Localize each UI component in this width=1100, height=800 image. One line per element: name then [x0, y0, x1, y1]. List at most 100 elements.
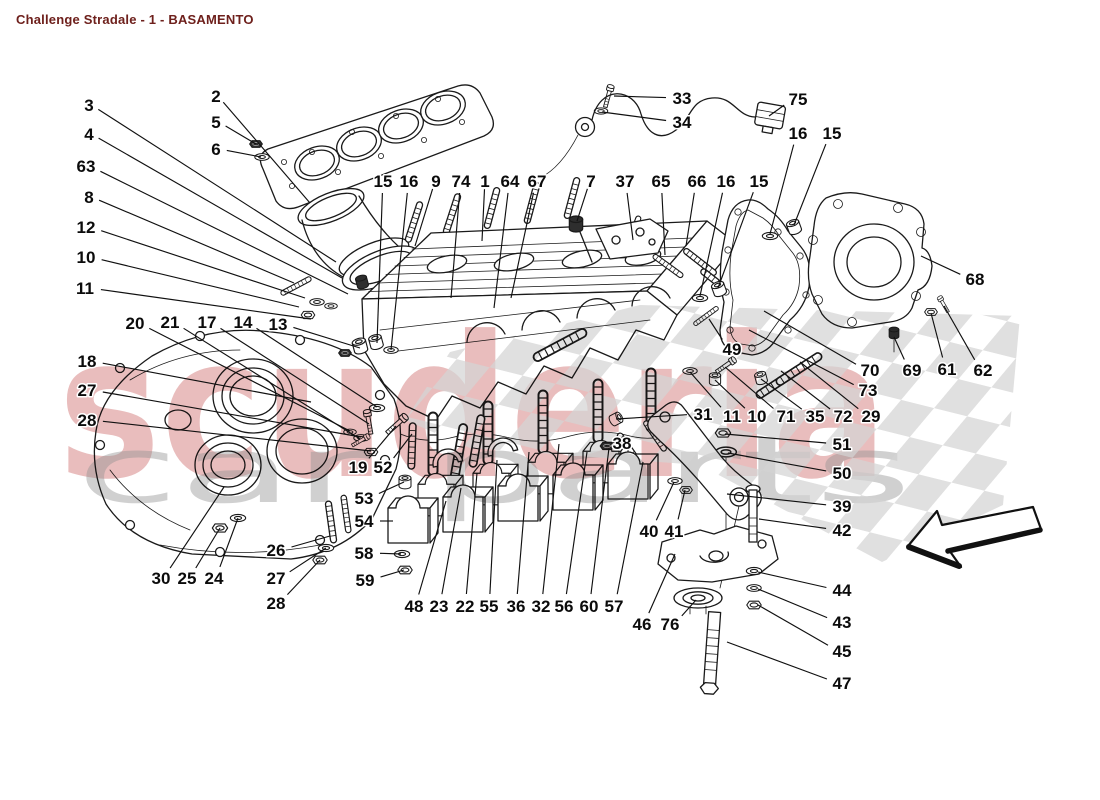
leader-line — [576, 188, 588, 222]
part-number: 3 — [84, 96, 93, 115]
leader-line — [286, 559, 321, 595]
leader-line — [758, 518, 827, 529]
leader-line — [101, 230, 306, 299]
part-number: 69 — [903, 361, 922, 380]
leader-line — [748, 329, 854, 386]
leader-line — [677, 489, 686, 520]
leader-line — [226, 149, 262, 158]
leader-line — [465, 472, 478, 595]
part-number: 28 — [267, 594, 286, 613]
part-number: 65 — [652, 172, 671, 191]
leader-line — [101, 259, 300, 308]
part-number: 18 — [78, 352, 97, 371]
leader-line — [565, 451, 588, 595]
part-number: 31 — [694, 405, 713, 424]
head-gasket — [259, 84, 495, 210]
leader-line — [601, 111, 667, 122]
clutch-housing — [93, 329, 402, 560]
part-number: 67 — [528, 172, 547, 191]
part-number: 75 — [789, 90, 808, 109]
part-number: 22 — [456, 597, 475, 616]
leader-line — [724, 433, 827, 444]
leader-line — [893, 336, 905, 360]
part-number: 33 — [673, 89, 692, 108]
leader-line — [655, 481, 675, 521]
part-number: 63 — [77, 157, 96, 176]
part-number: 64 — [501, 172, 520, 191]
part-number: 48 — [405, 597, 424, 616]
leader-line — [699, 192, 724, 297]
leader-line — [727, 452, 827, 472]
leader-line — [542, 443, 560, 595]
leader-line — [757, 604, 829, 646]
leader-line — [793, 143, 827, 226]
part-number: 59 — [356, 571, 375, 590]
leader-line — [100, 289, 312, 320]
leader-line — [102, 362, 312, 403]
leader-line — [289, 547, 327, 573]
leader-line — [661, 192, 666, 256]
leader-line — [681, 599, 697, 617]
leader-line — [726, 493, 827, 506]
leader-line — [380, 569, 405, 578]
part-number: 27 — [267, 569, 286, 588]
part-number: 55 — [480, 597, 499, 616]
part-number: 21 — [161, 313, 180, 332]
part-number: 43 — [833, 613, 852, 632]
leader-line — [757, 588, 828, 619]
part-number: 24 — [205, 569, 224, 588]
leader-line — [616, 461, 644, 595]
part-number: 76 — [661, 615, 680, 634]
leader-line — [590, 447, 610, 595]
leader-line — [379, 552, 402, 555]
part-number: 68 — [966, 270, 985, 289]
part-number: 56 — [555, 597, 574, 616]
leader-line — [293, 326, 361, 349]
part-number: 39 — [833, 497, 852, 516]
part-number: 49 — [723, 340, 742, 359]
leader-line — [414, 188, 434, 247]
part-number: 6 — [211, 140, 220, 159]
leader-line — [390, 192, 408, 351]
part-number: 28 — [78, 411, 97, 430]
part-number: 20 — [126, 314, 145, 333]
leader-line — [481, 189, 486, 242]
part-number: 25 — [178, 569, 197, 588]
direction-arrow — [906, 505, 1043, 569]
part-number: 11 — [76, 279, 94, 298]
part-number: 40 — [640, 522, 659, 541]
part-number: 38 — [613, 434, 632, 453]
part-number: 10 — [77, 248, 96, 267]
leader-line — [376, 192, 383, 344]
leader-line — [102, 420, 372, 452]
part-number: 2 — [211, 87, 220, 106]
part-number: 41 — [665, 522, 684, 541]
leader-line — [220, 327, 370, 425]
leader-line — [780, 370, 831, 410]
leader-line — [768, 104, 785, 117]
leader-line — [615, 414, 688, 420]
part-number: 12 — [77, 218, 96, 237]
leader-line — [378, 481, 405, 495]
leader-line — [225, 125, 257, 145]
leader-line — [493, 192, 509, 309]
part-number: 23 — [430, 597, 449, 616]
leader-line — [605, 444, 608, 447]
leader-line — [195, 527, 221, 569]
leader-line — [418, 500, 447, 595]
part-number: 13 — [269, 315, 288, 334]
leader-line — [256, 327, 378, 408]
leader-line — [98, 199, 295, 284]
part-number: 19 — [349, 458, 368, 477]
leader-line — [149, 327, 351, 432]
page-title: Challenge Stradale - 1 - BASAMENTO — [16, 12, 254, 27]
part-number: 60 — [580, 597, 599, 616]
leader-line — [489, 459, 498, 595]
leader-line — [689, 371, 722, 408]
checkered-flag-watermark — [405, 305, 1020, 562]
leader-line — [648, 553, 676, 614]
part-number: 61 — [938, 360, 957, 379]
part-number: 15 — [750, 172, 769, 191]
